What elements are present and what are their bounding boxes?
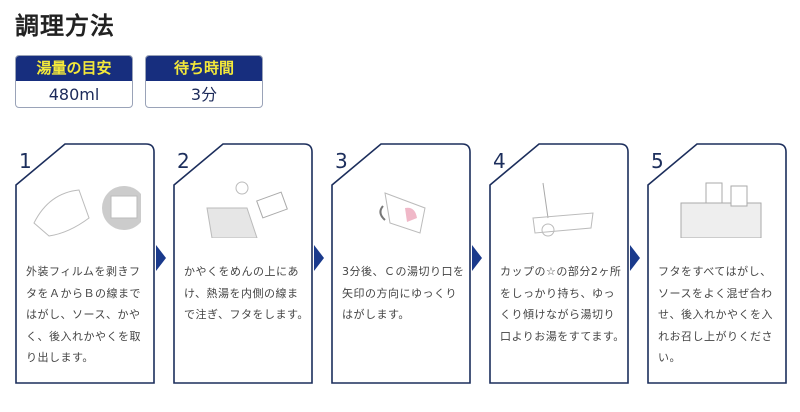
step-number: 4 xyxy=(493,149,506,173)
water-amount-box: 湯量の目安 480ml xyxy=(15,55,133,108)
pour-water-illustration-icon xyxy=(206,181,288,238)
wait-time-label: 待ち時間 xyxy=(146,56,262,81)
water-amount-label: 湯量の目安 xyxy=(16,56,132,81)
step-text: フタをすべてはがし、ソースをよく混ぜ合わせ、後入れかやくを入れお召し上がりくださ… xyxy=(658,265,773,364)
step-arrow-icon xyxy=(472,245,482,271)
step-text: 3分後、Ｃの湯切り口を矢印の方向にゆっくりはがします。 xyxy=(342,265,465,321)
page-title: 調理方法 xyxy=(15,12,115,40)
step-card-1: 1 外装フィルムを剥きフタをＡからＢの線まではがし、ソース、かやく、後入れかやく… xyxy=(15,143,156,384)
step-card-frame xyxy=(489,143,629,384)
drain-water-illustration-icon xyxy=(532,182,594,237)
step-text: カップの☆の部分2ヶ所をしっかり持ち、ゆっくり傾けながら湯切り口よりお湯をすてま… xyxy=(500,265,625,343)
water-amount-value: 480ml xyxy=(48,85,100,104)
step-arrow-icon xyxy=(156,245,166,271)
step-arrow-icon xyxy=(314,245,324,271)
step-card-5: 5 フタをすべてはがし、ソースをよく混ぜ合わせ、後入れかやくを入れお召し上がりく… xyxy=(647,143,788,384)
step-number: 3 xyxy=(335,149,348,173)
step-arrow-icon xyxy=(630,245,640,271)
wait-time-box: 待ち時間 3分 xyxy=(145,55,263,108)
peel-lid-illustration-icon xyxy=(33,186,141,237)
step-card-frame xyxy=(331,143,471,384)
step-text: かやくをめんの上にあけ、熱湯を内側の線まで注ぎ、フタをします。 xyxy=(184,265,309,321)
step-card-4: 4 カップの☆の部分2ヶ所をしっかり持ち、ゆっくり傾けながら湯切り口よりお湯をす… xyxy=(489,143,630,384)
step-text: 外装フィルムを剥きフタをＡからＢの線まではがし、ソース、かやく、後入れかやくを取… xyxy=(26,265,141,364)
wait-time-value: 3分 xyxy=(190,85,218,104)
open-drain-illustration-icon xyxy=(379,192,426,234)
step-number: 1 xyxy=(19,149,32,173)
step-number: 2 xyxy=(177,149,190,173)
step-number: 5 xyxy=(651,149,664,173)
step-card-3: 3 3分後、Ｃの湯切り口を矢印の方向にゆっくりはがします。 xyxy=(331,143,472,384)
step-card-2: 2 かやくをめんの上にあけ、熱湯を内側の線まで注ぎ、フタをします。 xyxy=(173,143,314,384)
mix-sauce-illustration-icon xyxy=(680,182,762,238)
